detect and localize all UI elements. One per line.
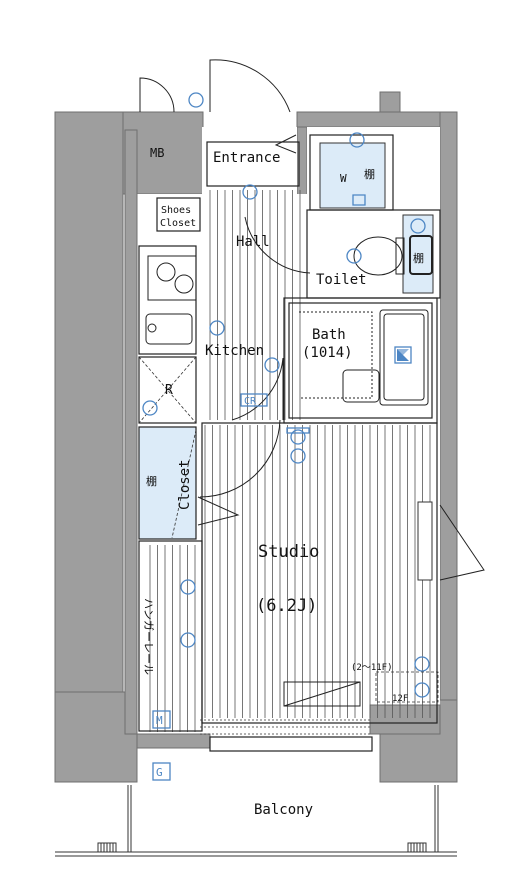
meter-label: M (156, 714, 163, 727)
room-labels: MB Entrance Shoes Closet Hall Toilet Bat… (142, 146, 424, 818)
equipment-symbols (142, 92, 430, 781)
gas-label: G (156, 766, 163, 779)
shelf-label-toilet: 棚 (413, 251, 424, 265)
shelf-label-w: 棚 (364, 167, 375, 181)
balcony-frame (55, 785, 457, 857)
studio-label-2: (6.2J) (256, 596, 317, 616)
sill-hatch (200, 719, 372, 735)
w-label: W (340, 172, 347, 185)
kotatsu-rect (283, 681, 361, 707)
entrance-label: Entrance (213, 150, 280, 166)
balcony-label: Balcony (254, 802, 313, 818)
toilet-fixture (353, 235, 433, 276)
toilet-label: Toilet (316, 272, 367, 288)
cr-label: CR (244, 396, 257, 407)
walls (54, 91, 458, 783)
bathtub (299, 309, 429, 406)
kitchen-label: Kitchen (205, 343, 264, 359)
inner-walls (124, 129, 441, 749)
room-outlines (138, 134, 441, 752)
refrigerator-cross (138, 356, 197, 424)
storage-areas (138, 142, 434, 540)
closet-label: Closet (177, 459, 193, 510)
mb-label: MB (150, 146, 164, 160)
bath-label-2: (1014) (302, 345, 353, 361)
shoes-closet-label-2: Closet (160, 218, 196, 229)
kitchen-fixtures (145, 255, 197, 345)
shelf-label-closet: 棚 (146, 474, 157, 488)
studio-label-1: Studio (258, 542, 319, 562)
shoes-closet-label-1: Shoes (161, 205, 191, 216)
flooring (149, 190, 431, 732)
floors-note-label: (2～11F) (351, 663, 393, 673)
dashed-alcove (171, 429, 439, 703)
refrigerator-label: R (165, 383, 173, 398)
hanger-rail-label: ハンガーレール (142, 598, 155, 675)
right-window (417, 501, 433, 581)
hall-label: Hall (236, 234, 270, 250)
balcony-vents (100, 843, 424, 852)
floor-12-label: 12F (392, 694, 408, 704)
bath-label-1: Bath (312, 327, 346, 343)
